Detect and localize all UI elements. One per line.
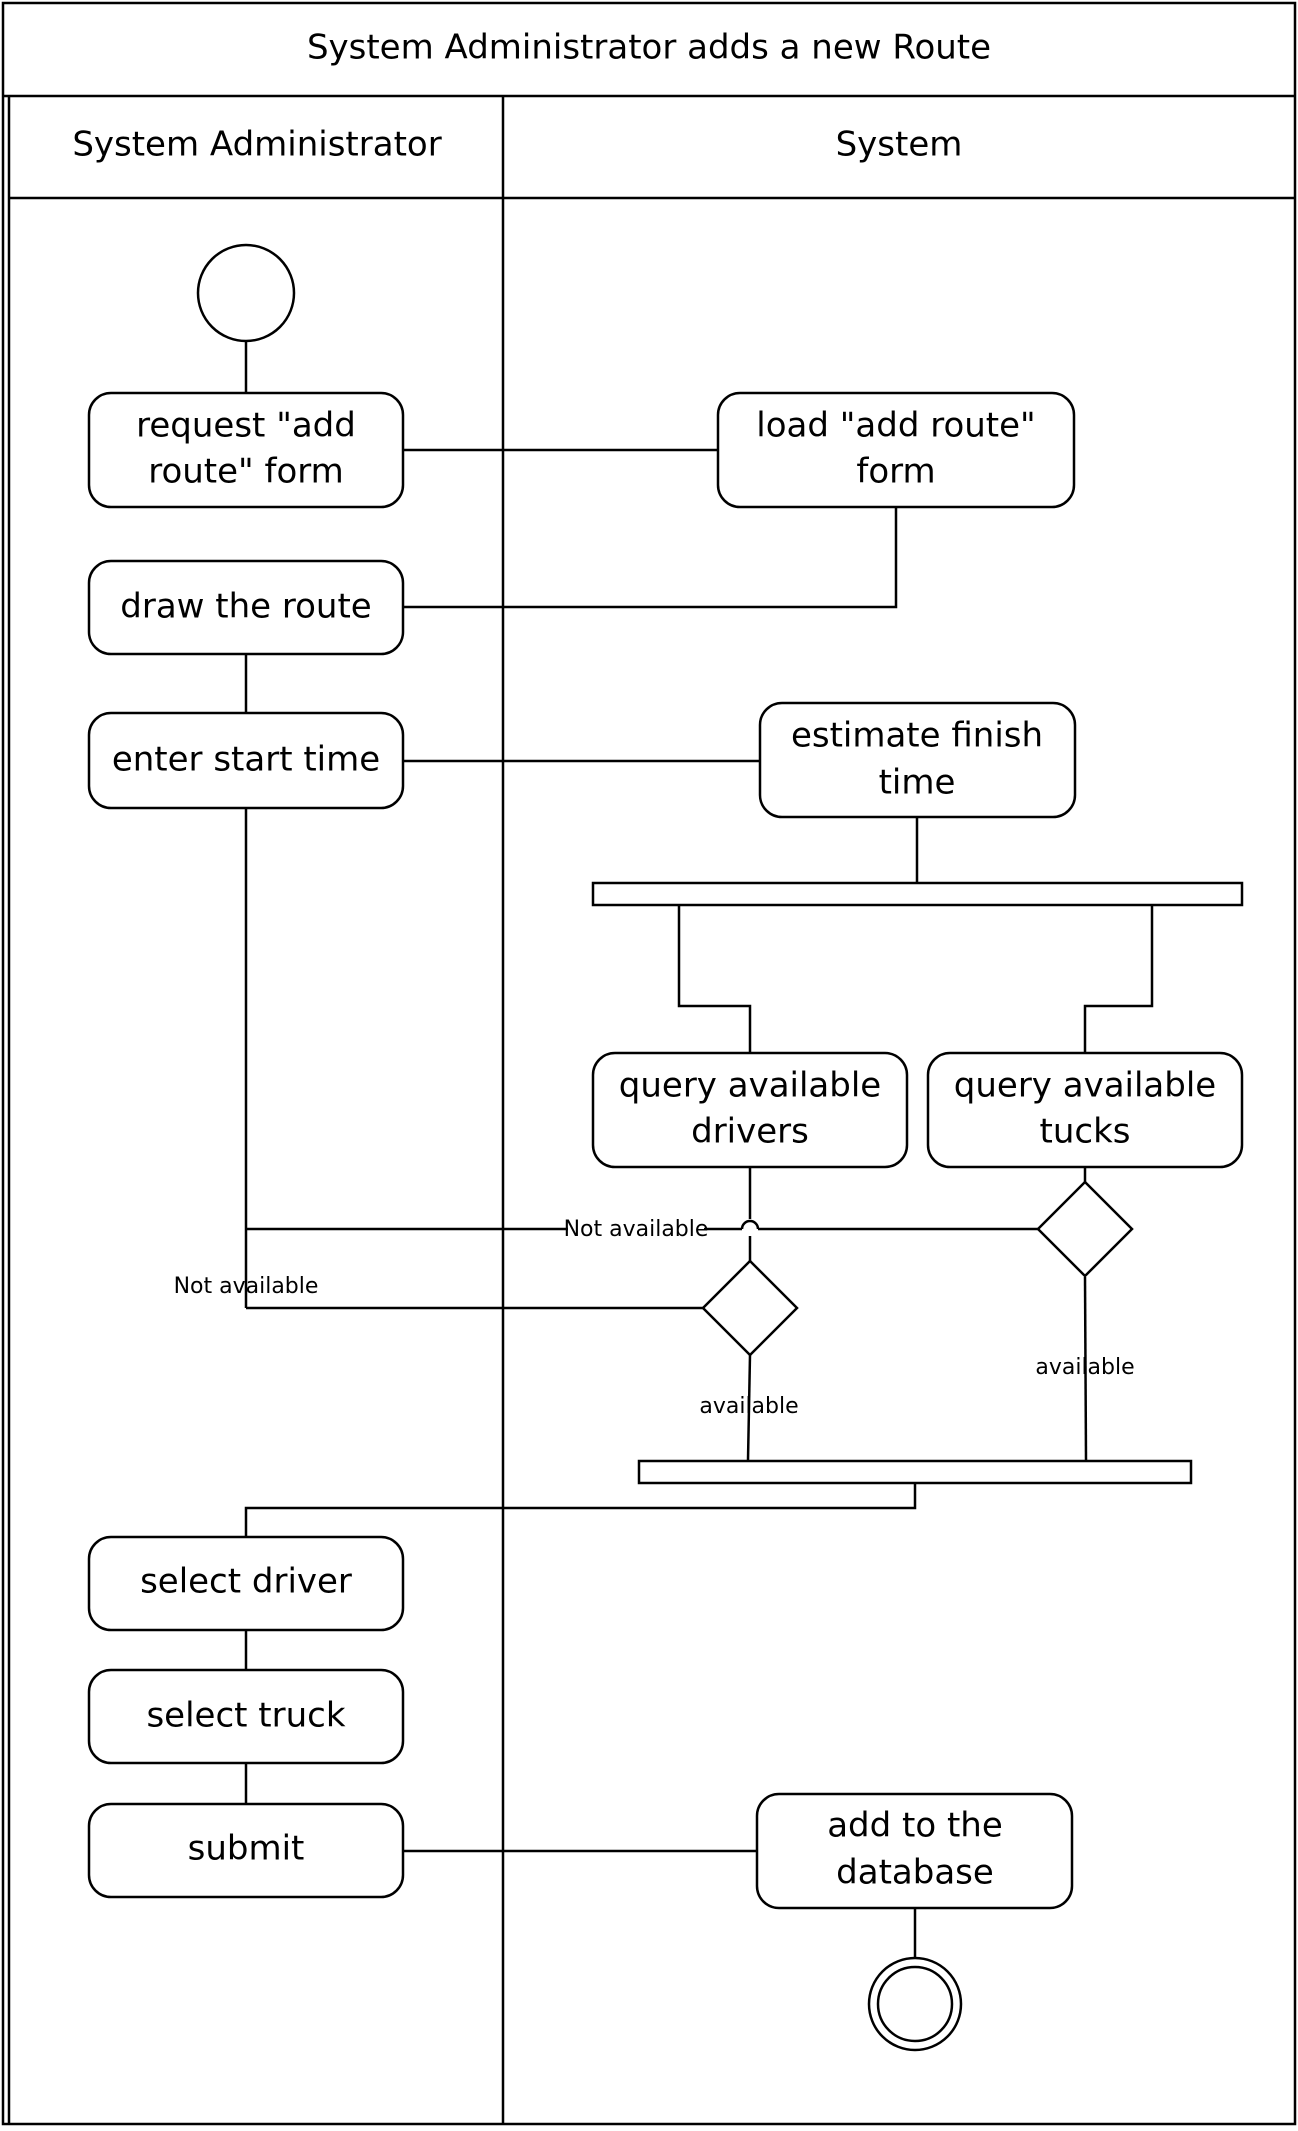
action-box <box>87 391 405 509</box>
action-label-line-1: request "add <box>136 406 356 446</box>
action-box <box>716 391 1076 509</box>
action-select-driver: select driver <box>87 1535 405 1632</box>
action-label-line-2: form <box>856 452 935 492</box>
action-box <box>591 1051 909 1169</box>
flow-trucks-available <box>1083 1276 1088 1461</box>
action-label-line-1: query available <box>619 1066 881 1106</box>
fork-bar <box>591 881 1244 907</box>
guard-not-available-drivers: Not available <box>174 1274 319 1299</box>
action-label: draw the route <box>120 587 371 627</box>
action-label-line-1: load "add route" <box>756 406 1035 446</box>
guard-not-available-trucks: Not available <box>564 1217 709 1242</box>
decision-trucks <box>1036 1180 1134 1278</box>
action-query-trucks: query available tucks <box>926 1051 1244 1169</box>
flow-fork-to-drivers <box>677 905 752 1053</box>
action-box <box>758 701 1077 819</box>
action-add-database: add to the database <box>755 1792 1074 1910</box>
action-load-form: load "add route" form <box>716 391 1076 509</box>
action-submit: submit <box>87 1802 405 1899</box>
action-query-drivers: query available drivers <box>591 1051 909 1169</box>
action-label: select truck <box>146 1696 345 1736</box>
action-box <box>87 1802 405 1899</box>
guard-label-background <box>568 1215 704 1243</box>
action-label: enter start time <box>112 740 380 780</box>
action-label-line-1: estimate finish <box>791 716 1043 756</box>
flow-drivers-available <box>746 1354 752 1461</box>
action-label-line-2: route" form <box>148 452 344 492</box>
flow-fork-to-trucks <box>1083 905 1154 1053</box>
action-label-line-2: database <box>836 1853 994 1893</box>
final-node <box>867 1956 963 2052</box>
action-label-line-1: add to the <box>827 1806 1003 1846</box>
guard-available-trucks: available <box>1035 1355 1134 1380</box>
initial-node <box>196 243 296 343</box>
action-select-truck: select truck <box>87 1668 405 1765</box>
action-label-line-2: time <box>879 763 956 803</box>
action-enter-start-time: enter start time <box>87 711 405 810</box>
action-box <box>926 1051 1244 1169</box>
action-box <box>755 1792 1074 1910</box>
action-label-line-2: tucks <box>1040 1112 1131 1152</box>
join-bar <box>637 1459 1193 1485</box>
action-box <box>87 1535 405 1632</box>
action-label-line-2: drivers <box>691 1112 809 1152</box>
action-box <box>87 559 405 656</box>
lane-header-admin: System Administrator <box>72 125 441 165</box>
flow-load-to-draw <box>402 508 898 609</box>
guard-available-drivers: available <box>699 1394 798 1419</box>
action-label: select driver <box>140 1562 352 1602</box>
lane-header-system: System <box>836 125 963 165</box>
action-box <box>87 711 405 810</box>
action-label: submit <box>188 1829 305 1869</box>
action-box <box>87 1668 405 1765</box>
flow-join-to-select-driver <box>244 1484 917 1537</box>
diagram-title: System Administrator adds a new Route <box>307 28 991 68</box>
action-estimate-finish: estimate finish time <box>758 701 1077 819</box>
flow-connectors <box>244 341 1154 1958</box>
line-hop <box>740 1219 760 1230</box>
action-request-form: request "add route" form <box>87 391 405 509</box>
action-label-line-1: query available <box>954 1066 1216 1106</box>
decision-drivers <box>701 1259 799 1357</box>
final-node-inner <box>876 1965 954 2043</box>
action-draw-route: draw the route <box>87 559 405 656</box>
